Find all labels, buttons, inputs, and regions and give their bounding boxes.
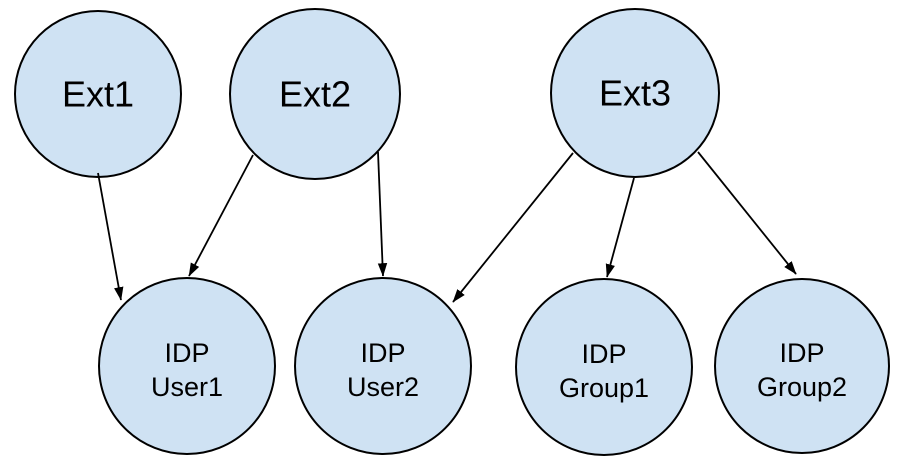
node-label-ext2: Ext2 [279,74,351,115]
node-ext3 [550,8,720,178]
edge-ext2-to-idp-user2 [377,151,388,277]
edge-ext3-to-idp-user2 [452,152,574,303]
edge-ext3-to-idp-group2 [697,151,797,275]
node-ext2 [229,8,401,180]
edge-ext1-to-idp-user1 [97,172,124,301]
node-idp-user2 [294,277,472,455]
edge-ext2-to-idp-user1 [188,154,254,277]
node-idp-user1 [98,277,276,455]
edge-ext3-to-idp-group1 [605,177,635,278]
node-label-ext3: Ext3 [599,73,671,114]
node-idp-group1 [515,278,693,456]
node-label-ext1: Ext1 [62,74,134,115]
node-idp-group2 [714,278,890,454]
